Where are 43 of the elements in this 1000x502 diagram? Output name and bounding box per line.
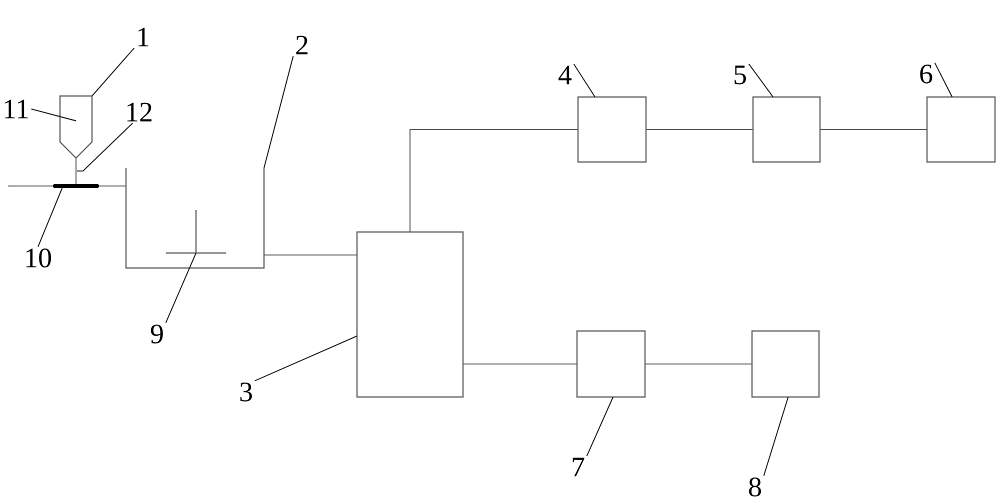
callout-number: 9 xyxy=(150,324,163,344)
leader-line xyxy=(763,396,789,476)
leader-line xyxy=(934,62,953,98)
leader-line xyxy=(264,56,294,168)
leader-line xyxy=(748,64,774,98)
callout-number: 11 xyxy=(4,100,28,118)
connecting-line xyxy=(820,128,927,130)
block xyxy=(577,96,647,163)
leader-line xyxy=(573,64,596,98)
stirrer xyxy=(165,209,227,254)
callout-number: 3 xyxy=(240,382,252,402)
leader-line xyxy=(31,108,76,122)
block xyxy=(752,96,821,163)
callout-number: 12 xyxy=(127,102,152,122)
callout-number: 7 xyxy=(572,458,584,476)
connecting-line xyxy=(645,363,752,365)
callout-number: 6 xyxy=(920,64,932,84)
block xyxy=(576,330,646,398)
connecting-line xyxy=(646,128,753,130)
callout-number: 2 xyxy=(296,36,308,54)
conveyor-line xyxy=(99,185,126,187)
block xyxy=(356,231,464,398)
leader-line xyxy=(165,252,196,324)
leader-line xyxy=(586,396,614,456)
nozzle-line xyxy=(75,158,77,184)
connecting-line xyxy=(463,363,577,365)
connecting-line xyxy=(409,128,578,232)
callout-number: 1 xyxy=(138,28,148,46)
callout-number: 4 xyxy=(558,66,572,84)
hopper xyxy=(59,95,93,159)
block xyxy=(751,330,820,398)
block xyxy=(926,96,996,163)
connecting-line xyxy=(264,254,357,256)
tank xyxy=(125,168,265,269)
leader-line xyxy=(254,335,358,382)
callout-number: 8 xyxy=(749,478,761,496)
leader-line xyxy=(92,48,135,96)
conveyor-line xyxy=(8,185,53,187)
leader-line xyxy=(77,122,134,172)
leader-line xyxy=(38,188,63,247)
thick-bar xyxy=(53,184,99,188)
callout-number: 10 xyxy=(26,248,51,268)
callout-number: 5 xyxy=(734,66,746,84)
